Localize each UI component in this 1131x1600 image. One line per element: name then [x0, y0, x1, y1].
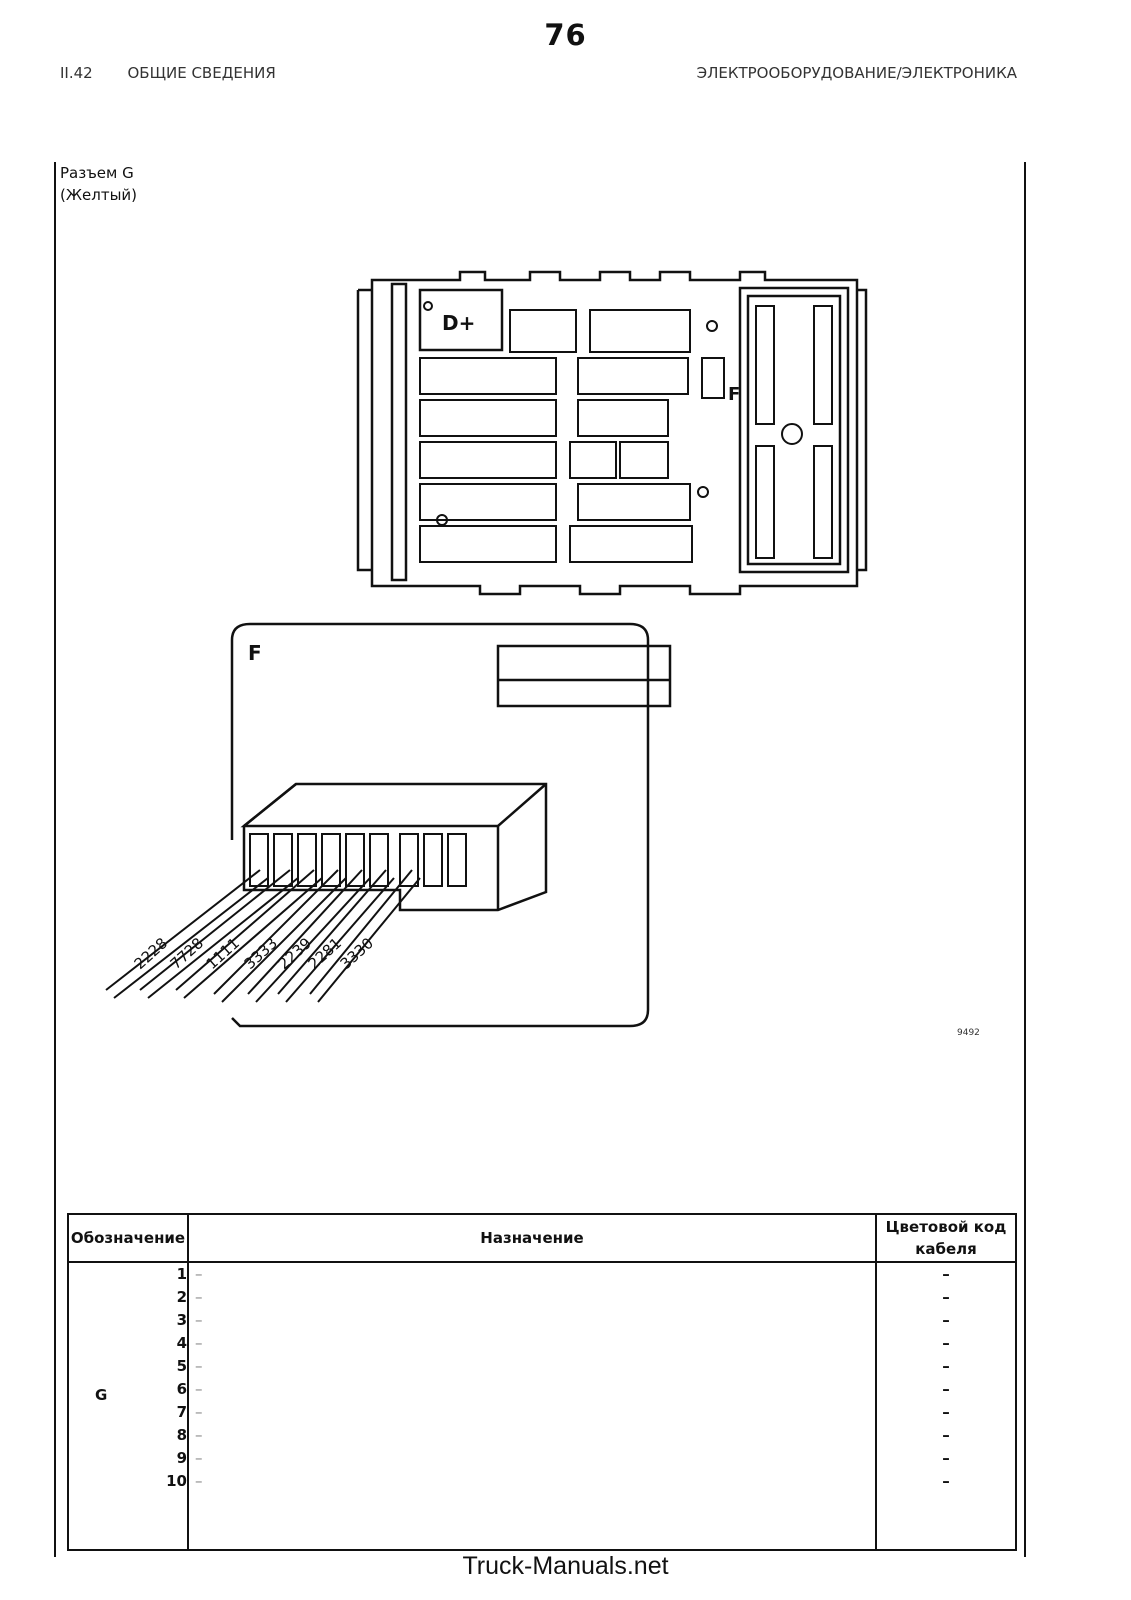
pin-color-code: – [942, 1288, 950, 1306]
pin-color-code: – [942, 1472, 950, 1490]
detail-marker-f: F [728, 384, 740, 405]
figure-number: 9492 [957, 1028, 980, 1038]
pin-number: 7 [176, 1403, 187, 1421]
pin-number: 5 [176, 1357, 187, 1375]
header-purpose: Назначение [187, 1213, 877, 1263]
pin-number: 1 [176, 1265, 187, 1283]
pin-color-code: – [942, 1311, 950, 1329]
pin-purpose: – [195, 1403, 203, 1421]
fuse-box-outline [356, 270, 868, 596]
connector-label: Разъем G (Желтый) [60, 162, 137, 206]
frame-left-border [54, 162, 56, 1557]
pin-purpose: – [195, 1472, 203, 1490]
pin-purpose: – [195, 1311, 203, 1329]
pin-column: G 1 2 3 4 5 6 7 8 9 10 [67, 1261, 189, 1551]
wire-code-label: 1111 [203, 934, 243, 973]
purpose-column: – – – – – – – – – – [187, 1261, 877, 1551]
section-title: ОБЩИЕ СВЕДЕНИЯ [127, 64, 276, 82]
watermark: Truck-Manuals.net [462, 1552, 669, 1580]
pin-number: 10 [166, 1472, 187, 1490]
pin-number: 6 [176, 1380, 187, 1398]
pin-number: 4 [176, 1334, 187, 1352]
chapter-title: ЭЛЕКТРООБОРУДОВАНИЕ/ЭЛЕКТРОНИКА [696, 64, 1017, 82]
detail-title-f: F [248, 641, 262, 665]
group-letter: G [95, 1386, 108, 1404]
pin-color-code: – [942, 1449, 950, 1467]
color-column: – – – – – – – – – – [875, 1261, 1017, 1551]
pin-purpose: – [195, 1288, 203, 1306]
pin-color-code: – [942, 1403, 950, 1421]
pin-number: 2 [176, 1288, 187, 1306]
pin-color-code: – [942, 1334, 950, 1352]
pin-number: 9 [176, 1449, 187, 1467]
pin-purpose: – [195, 1449, 203, 1467]
wire-code-label: 2239 [275, 934, 315, 973]
connector-color-note: (Желтый) [60, 186, 138, 204]
detail-panel-f [105, 622, 672, 1028]
pin-purpose: – [195, 1426, 203, 1444]
fuse-box-sockets [419, 301, 833, 563]
pin-purpose: – [195, 1334, 203, 1352]
pin-number: 8 [176, 1426, 187, 1444]
wire-code-label: 3333 [241, 934, 281, 973]
wire-code-label: 3330 [337, 934, 377, 973]
header-color-code: Цветовой код кабеля [875, 1213, 1017, 1263]
pin-purpose: – [195, 1357, 203, 1375]
pin-color-code: – [942, 1357, 950, 1375]
pin-assignment-table: Обозначение Назначение Цветовой код кабе… [67, 1213, 1017, 1551]
section-code: II.42 [60, 64, 93, 82]
terminal-d-plus-label: D+ [442, 311, 475, 335]
pin-purpose: – [195, 1265, 203, 1283]
frame-right-border [1024, 162, 1026, 1557]
connector-name: Разъем G [60, 164, 134, 182]
wire-code-label: 2228 [131, 934, 171, 973]
pin-color-code: – [942, 1265, 950, 1283]
section-header: II.42 ОБЩИЕ СВЕДЕНИЯ [60, 64, 276, 82]
pin-purpose: – [195, 1380, 203, 1398]
pin-number: 3 [176, 1311, 187, 1329]
table-body-row: G 1 2 3 4 5 6 7 8 9 10 – – – – – – – – – – – – – – – – – – – – [67, 1261, 1017, 1551]
pin-color-code: – [942, 1380, 950, 1398]
page-number: 76 [544, 18, 587, 52]
header-designation: Обозначение [67, 1213, 189, 1263]
pin-color-code: – [942, 1426, 950, 1444]
table-header-row: Обозначение Назначение Цветовой код кабе… [67, 1213, 1017, 1263]
